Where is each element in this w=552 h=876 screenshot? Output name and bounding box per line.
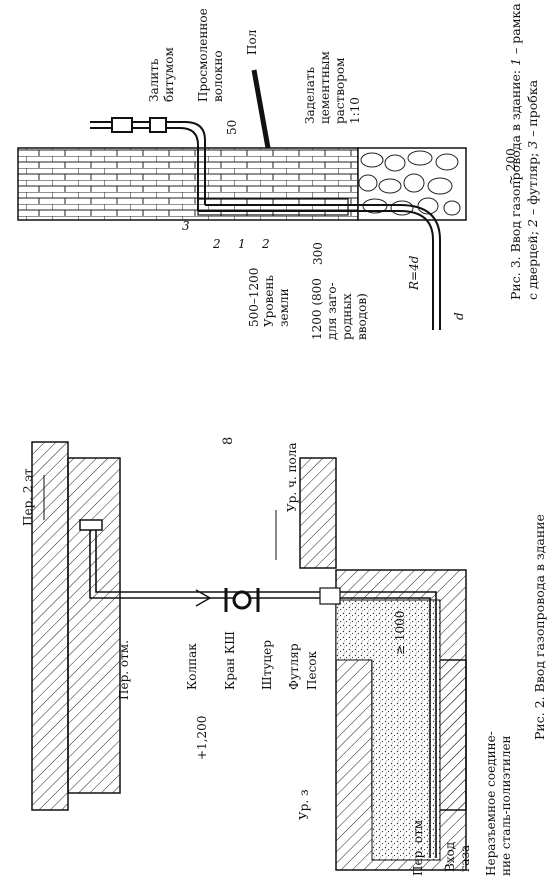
label-cement-3: раствором — [333, 58, 347, 124]
label-diameter: d — [452, 312, 466, 320]
label-bitumen-2: битумом — [162, 47, 176, 102]
figure-2-caption: Рис. 2. Ввод газопровода в здание — [532, 514, 547, 740]
label-fiber-1: Просмоленное — [196, 8, 210, 102]
wall-upper — [31, 441, 69, 811]
label-futlyar: Футляр — [287, 643, 301, 690]
label-per-otm-bottom: Пер. отм — [411, 820, 425, 876]
label-neraz-1: Неразъемное соедине- — [484, 731, 498, 876]
label-rural-4: вводов) — [355, 293, 369, 340]
label-radius: R=4d — [407, 255, 421, 291]
dim-50: 50 — [225, 120, 239, 135]
label-rural-2: для заго- — [325, 282, 339, 340]
label-kran: Кран КШ — [223, 631, 237, 690]
callout-1: 1 — [238, 237, 246, 251]
figure-2: Пер. 2 эт Ур. ч. пола Пер. отм. Колпак К… — [21, 441, 547, 876]
label-cement-2: цементным — [318, 51, 332, 124]
callout-2a: 2 — [212, 237, 221, 251]
dim-200: ~ 200 — [504, 148, 518, 185]
label-ur-z: Ур. з — [297, 789, 311, 820]
callout-2b: 2 — [261, 237, 270, 251]
dim-ge1000: ≥ 1000 — [393, 611, 407, 655]
label-fiber-2: волокно — [211, 50, 225, 102]
label-ground-1: 500–1200 — [247, 268, 261, 327]
label-cement-4: 1:10 — [348, 97, 362, 124]
figure-3-caption-line1: Рис. 3. Ввод газопровода в здание: 1 – р… — [508, 3, 523, 300]
brick-wall — [17, 147, 359, 221]
figure-3-caption-line2: с дверцей; 2 – футляр; 3 – пробка — [525, 79, 540, 300]
label-shtucer: Штуцер — [260, 640, 274, 690]
callout-3: 3 — [182, 219, 190, 233]
label-neraz-2: ние сталь-полиэтилен — [499, 735, 513, 876]
wall-flange — [79, 519, 103, 531]
label-floor: Пол — [245, 29, 259, 55]
label-rural-1: 1200 (800 — [310, 278, 324, 340]
label-kolpak: Колпак — [185, 643, 199, 690]
label-plus1200: +1,200 — [195, 716, 209, 760]
label-per-2et: Пер. 2 эт — [21, 468, 35, 526]
figure-3: Залить битумом Просмоленное волокно Пол … — [17, 3, 540, 340]
label-vhod-1: Вход — [443, 842, 457, 872]
label-cement-1: Заделать — [303, 66, 317, 124]
gas-pipe-fig3 — [90, 117, 441, 330]
label-bitumen-1: Залить — [147, 58, 161, 102]
sand-fill — [335, 599, 441, 861]
sleeve-fig3 — [197, 198, 349, 216]
floor-slab-fig2 — [67, 457, 121, 794]
stone-foundation — [357, 147, 467, 221]
page-number: 8 — [221, 437, 236, 445]
dim-300: 300 — [311, 242, 325, 265]
label-ground-3: земли — [277, 288, 291, 327]
label-ground-2: Уровень — [262, 275, 276, 327]
wall-right — [299, 457, 337, 569]
label-per-otm-top: Пер. отм. — [117, 640, 131, 700]
ball-valve — [232, 590, 252, 610]
label-ur-ch-pola: Ур. ч. пола — [285, 442, 299, 512]
cap-kolpak — [195, 589, 212, 607]
floor-slab — [251, 69, 271, 149]
label-rural-3: родных — [340, 293, 354, 340]
label-vhod-2: газа — [458, 845, 472, 872]
label-pesok: Песок — [305, 650, 319, 690]
pipe-sleeve — [319, 587, 341, 605]
